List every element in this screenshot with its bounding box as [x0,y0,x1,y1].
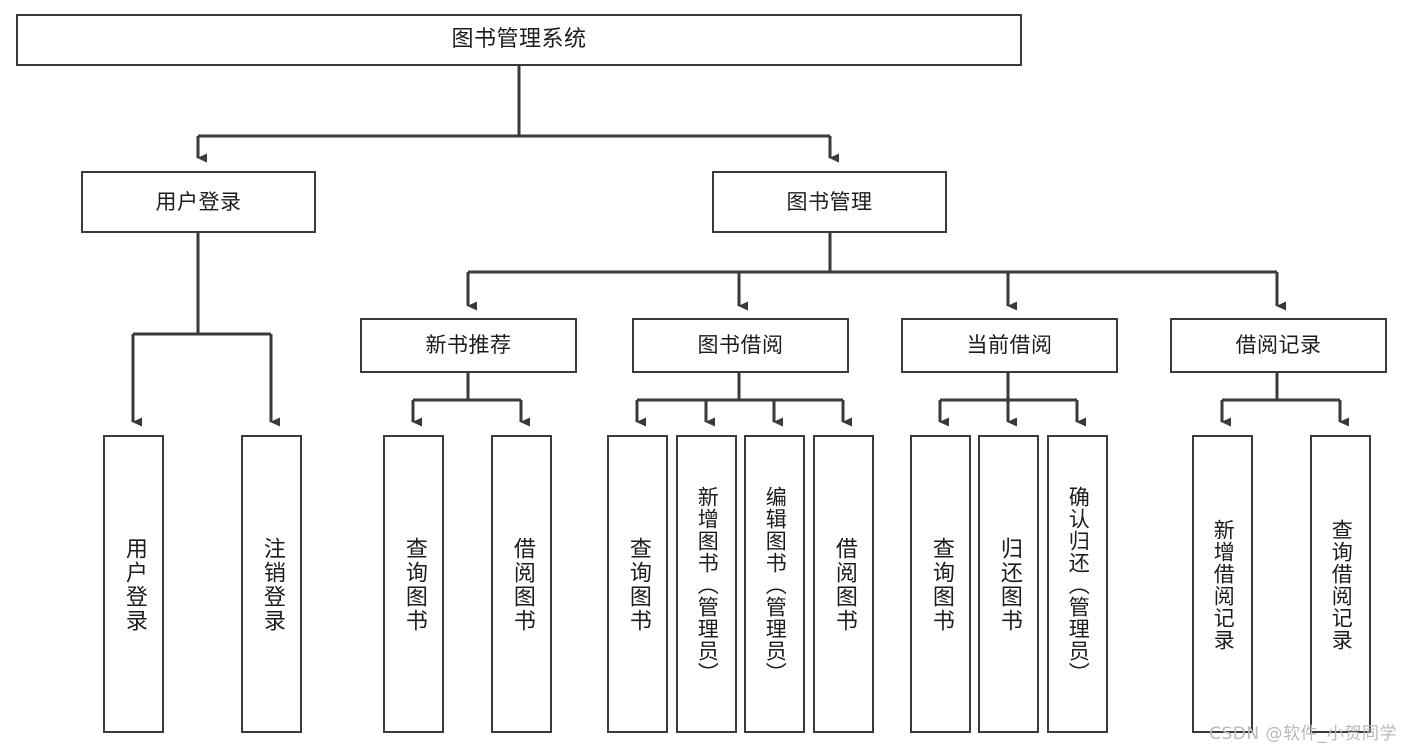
leaf-borrow-edit-book-label: 编辑图书（管理员） [763,486,788,684]
leaf-current-confirm-return[interactable]: 确认归还（管理员） [1047,435,1108,733]
node-user-login[interactable]: 用户登录 [81,171,316,233]
leaf-current-return-book[interactable]: 归还图书 [978,435,1039,733]
leaf-new-book-borrow[interactable]: 借阅图书 [491,435,552,733]
node-user-login-label: 用户登录 [155,189,242,214]
leaf-borrow-borrow-book[interactable]: 借阅图书 [813,435,874,733]
leaf-borrow-query-book-label: 查询图书 [625,537,651,633]
node-new-book-recommend[interactable]: 新书推荐 [360,318,577,373]
leaf-user-login-login-label: 用户登录 [121,537,147,633]
leaf-user-login-logout[interactable]: 注销登录 [241,435,302,733]
leaf-new-book-query[interactable]: 查询图书 [383,435,444,733]
leaf-borrow-add-book-label: 新增图书（管理员） [695,486,720,684]
leaf-record-query[interactable]: 查询借阅记录 [1310,435,1371,733]
watermark: CSDN @软件_小贺同学 [1209,724,1397,744]
leaf-borrow-add-book[interactable]: 新增图书（管理员） [676,435,737,733]
node-book-borrow-label: 图书借阅 [697,333,784,358]
node-current-borrow[interactable]: 当前借阅 [901,318,1118,373]
node-borrow-record-label: 借阅记录 [1235,333,1322,358]
leaf-borrow-query-book[interactable]: 查询图书 [607,435,668,733]
node-new-book-recommend-label: 新书推荐 [425,333,512,358]
leaf-user-login-logout-label: 注销登录 [259,537,285,633]
node-book-borrow[interactable]: 图书借阅 [632,318,849,373]
leaf-record-query-label: 查询借阅记录 [1329,519,1354,651]
node-root[interactable]: 图书管理系统 [16,14,1022,66]
node-root-label: 图书管理系统 [451,27,587,53]
node-book-management[interactable]: 图书管理 [712,171,947,233]
leaf-current-query-book-label: 查询图书 [928,537,954,633]
leaf-current-query-book[interactable]: 查询图书 [910,435,971,733]
leaf-borrow-edit-book[interactable]: 编辑图书（管理员） [744,435,805,733]
leaf-user-login-login[interactable]: 用户登录 [103,435,164,733]
leaf-new-book-query-label: 查询图书 [401,537,427,633]
node-book-management-label: 图书管理 [786,189,873,214]
node-current-borrow-label: 当前借阅 [966,333,1053,358]
leaf-current-confirm-return-label: 确认归还（管理员） [1066,486,1091,684]
node-borrow-record[interactable]: 借阅记录 [1170,318,1387,373]
leaf-record-add[interactable]: 新增借阅记录 [1192,435,1253,733]
leaf-new-book-borrow-label: 借阅图书 [509,537,535,633]
leaf-current-return-book-label: 归还图书 [996,537,1022,633]
leaf-borrow-borrow-book-label: 借阅图书 [831,537,857,633]
leaf-record-add-label: 新增借阅记录 [1211,519,1236,651]
